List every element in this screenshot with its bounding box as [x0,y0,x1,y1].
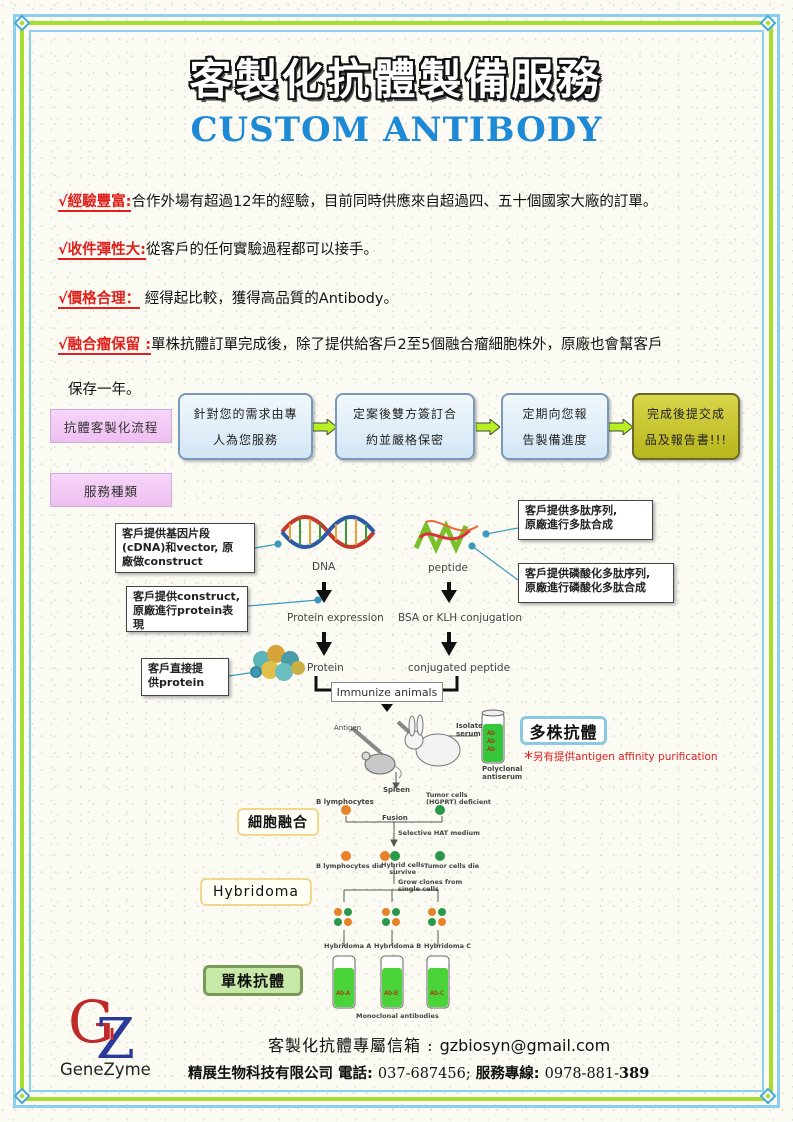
protein-molecule-icon [250,645,305,681]
label-tumor-cells: Tumor cells (HGPRT) deficient [426,791,491,806]
label-hybridoma-a: Hybridoma A [324,942,372,950]
bullet-hybridoma-continuation: 保存一年。 [68,382,141,398]
label-b-die: B lymphocytes die [316,862,384,870]
label-grow-clones: Grow clones from single cells [398,878,463,893]
label-ab-a: Ab-A [336,990,351,997]
label-tumor-die: Tumor cells die [424,862,480,870]
callout-phospho-peptide: 客戶提供磷酸化多肽序列,原廠進行磷酸化多肽合成 [518,563,674,603]
polyclonal-antibody-tag: 多株抗體 [520,716,607,745]
bullet-price: √價格合理： 經得起比較，獲得高品質的Antibody。 [58,291,398,309]
bullet-experience: √經驗豐富:合作外場有超過12年的經驗，目前同時供應來自超過四、五十個國家大廠的… [58,194,658,212]
brand-name: GeneZyme [60,1060,151,1079]
monoclonal-antibody-tag: 單株抗體 [203,965,303,996]
contact-email-line: 客製化抗體專屬信箱 : gzbiosyn@gmail.com [268,1036,611,1055]
svg-text:Z: Z [96,1007,135,1072]
label-polyclonal-antiserum: Polyclonal antiserum [482,765,523,781]
label-ab-2: Ab [487,738,495,745]
label-antigen: Antigen [334,724,362,732]
label-bsa-klh: BSA or KLH conjugation [398,612,523,624]
rabbit-icon [404,714,461,767]
svg-text:G: G [68,988,114,1056]
affinity-purification-note: *另有提供antigen affinity purification [524,748,718,769]
label-fusion: Fusion [382,814,408,822]
serum-tube-icon [481,709,505,764]
callout-gene-fragment: 客戶提供基因片段(cDNA)和vector, 原廠做construct [115,523,255,573]
label-ab-1: Ab [487,730,495,737]
label-hybridoma-b: Hybridoma B [374,942,422,950]
process-step-3: 定期向您報告製備進度 [501,393,609,460]
label-hybrid-survive: Hybrid cells survive [381,861,425,876]
genezyme-logo-icon: G Z [68,988,135,1072]
process-label: 抗體客製化流程 [50,409,172,443]
label-ab-c: Ab-C [430,990,445,997]
arrow-right-icon [476,419,500,435]
label-protein-expression: Protein expression [287,612,384,624]
label-ab-3: Ab [487,746,495,753]
label-ab-b: Ab-B [384,990,398,997]
arrow-right-icon [609,419,633,435]
label-conjugated-peptide: conjugated peptide [408,662,511,674]
bullet-hybridoma: √融合瘤保留 :單株抗體訂單完成後，除了提供給客戶2至5個融合瘤細胞株外，原廠也… [58,337,663,355]
label-hybridoma-c: Hybridoma C [424,942,472,950]
phone-number[interactable]: 037-687456; [377,1066,471,1082]
contact-company-line: 精展生物科技有限公司 電話: 037-687456; 服務專線: 0978-88… [188,1065,650,1082]
label-b-lymphocytes: B lymphocytes [316,798,374,806]
label-peptide: peptide [428,562,468,574]
label-monoclonal-antibodies: Monoclonal antibodies [356,1012,439,1020]
callout-protein: 客戶直接提供protein [141,658,229,696]
label-protein: Protein [307,662,344,674]
callout-peptide-sequence: 客戶提供多肽序列,原廠進行多肽合成 [518,500,653,540]
monoclonal-tubes-icon [332,955,450,1009]
label-selective-hat: Selective HAT medium [398,829,480,837]
label-dna: DNA [312,561,336,573]
email-link[interactable]: gzbiosyn@gmail.com [439,1036,611,1055]
label-spleen: Spleen [383,786,410,794]
hybridoma-tag: Hybridoma [200,878,312,906]
process-step-2: 定案後雙方簽訂合約並嚴格保密 [335,393,475,460]
bullet-flexibility: √收件彈性大:從客戶的任何實驗過程都可以接手。 [58,242,378,260]
dna-helix-icon [280,515,376,549]
process-step-1: 針對您的需求由專人為您服務 [178,393,313,460]
hybridoma-cells-icon [334,908,446,926]
services-label: 服務種類 [50,473,172,507]
title-chinese: 客製化抗體製備服務 [189,55,604,104]
title-english: CUSTOM ANTIBODY [190,110,603,150]
process-step-4: 完成後提交成品及報告書!!! [632,393,740,460]
arrow-right-icon [313,419,337,435]
label-isolate-serum: Isolate serum [456,722,483,738]
hotline-number[interactable]: 0978-881- [544,1066,620,1082]
peptide-ribbon-icon [413,519,479,555]
immunize-box: Immunize animals [331,682,443,702]
callout-construct: 客戶提供construct,原廠進行protein表現 [126,586,248,632]
mouse-icon [361,751,402,779]
cell-fusion-tag: 細胞融合 [237,808,319,836]
